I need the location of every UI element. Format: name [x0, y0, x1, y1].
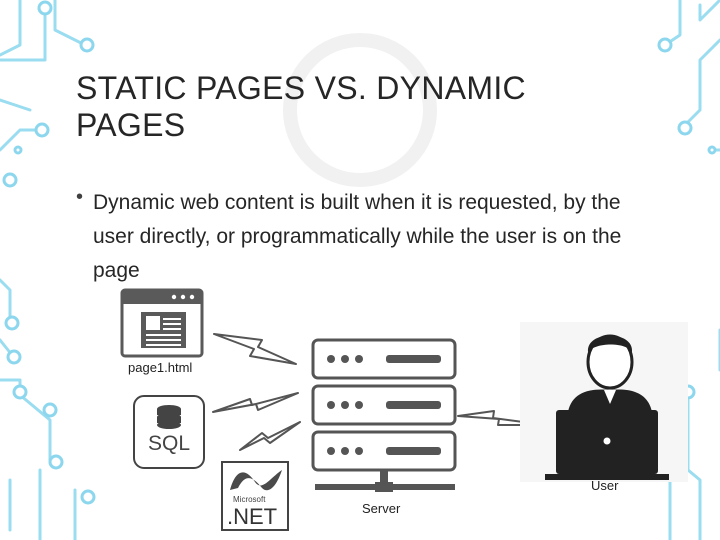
sql-database-icon — [133, 395, 205, 469]
page-file-label: page1.html — [128, 360, 193, 375]
net-brand-label: Microsoft — [233, 495, 266, 504]
connection-bolts — [212, 333, 547, 451]
user-icon — [520, 322, 688, 482]
bullet-text: Dynamic web content is built when it is … — [93, 191, 622, 282]
user-label: User — [591, 478, 619, 493]
server-label: Server — [362, 501, 401, 516]
bullet-dot: • — [76, 186, 84, 208]
web-page-icon — [120, 288, 204, 358]
slide-title: STATIC PAGES VS. DYNAMIC PAGES — [76, 70, 526, 143]
dotnet-logo-icon — [221, 461, 289, 531]
server-icon — [311, 338, 457, 492]
sql-label: SQL — [148, 432, 191, 455]
net-label: .NET — [227, 504, 278, 529]
bullet-item: • Dynamic web content is built when it i… — [76, 186, 636, 288]
